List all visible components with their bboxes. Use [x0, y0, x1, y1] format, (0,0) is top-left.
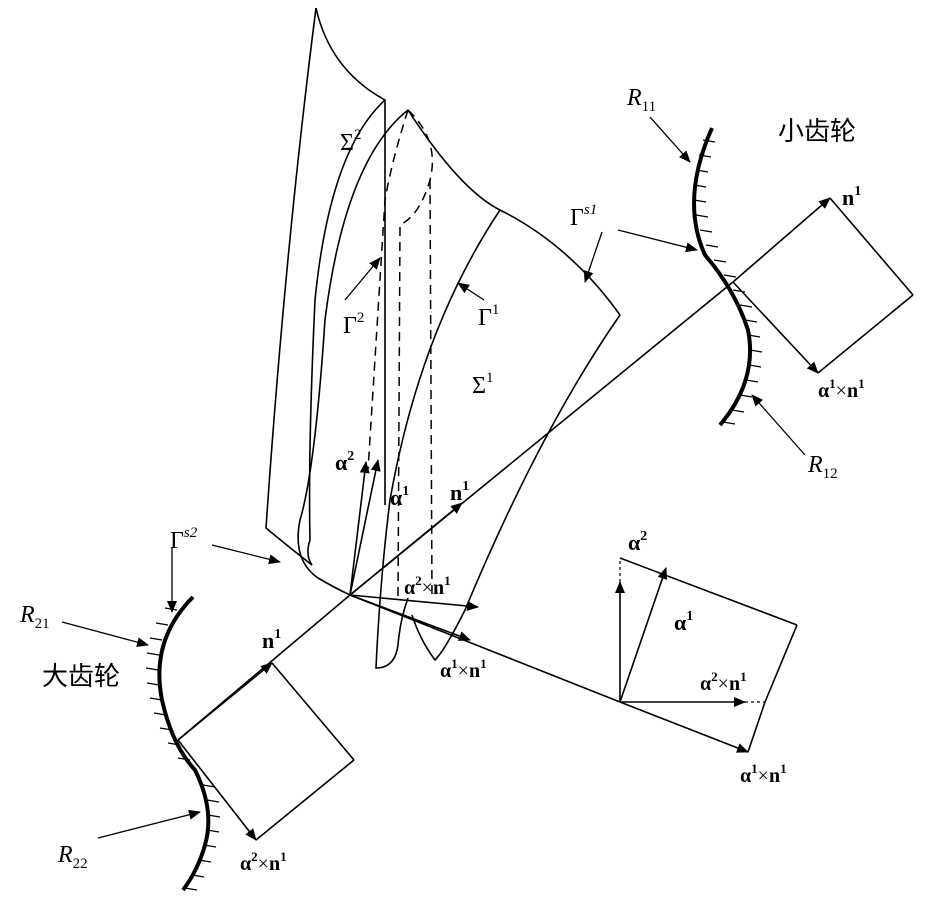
alpha2-cross-n1-label-decomp: α2×n1: [700, 669, 747, 695]
sigma-1-label: Σ1: [472, 370, 493, 399]
gamma-1-label: Γ1: [478, 302, 499, 331]
n1-label-center: n1: [450, 479, 469, 505]
n1-label-small: n1: [842, 184, 861, 210]
alpha2-cross-n1-label-large: α2×n1: [240, 849, 287, 875]
r12-label: R12: [807, 452, 838, 482]
alpha-1-label-center: α1: [390, 484, 409, 510]
surface-sigma-1: [297, 109, 621, 669]
alpha-2-label-center: α2: [335, 449, 354, 475]
alpha-2-label-decomp: α2: [628, 529, 647, 555]
r21-label: R21: [19, 602, 50, 632]
alpha1-cross-n1-label-decomp: α1×n1: [740, 761, 787, 787]
alpha2-cross-n1-label-center: α2×n1: [404, 573, 451, 599]
alpha1-cross-n1-label-small: α1×n1: [818, 376, 865, 402]
gamma-s1-label: Γs1: [570, 202, 597, 231]
central-vectors: [177, 281, 734, 741]
alpha1-cross-n1-label-center: α1×n1: [440, 656, 487, 682]
large-gear-label: 大齿轮: [42, 662, 120, 692]
pointer-arrows: [61, 116, 806, 839]
dashed-curves: [367, 109, 434, 599]
sigma-2-label: Σ2: [340, 127, 361, 156]
n1-label-large: n1: [262, 627, 281, 653]
r22-label: R22: [57, 842, 88, 872]
large-gear-profile: [145, 595, 355, 892]
gamma-2-label: Γ2: [343, 310, 364, 339]
gamma-s2-label: Γs2: [170, 525, 198, 554]
vector-decomposition: [615, 557, 798, 753]
small-gear-profile: [692, 127, 914, 427]
small-gear-label: 小齿轮: [778, 117, 856, 147]
surface-sigma-2: [265, 7, 386, 566]
r11-label: R11: [626, 85, 656, 115]
alpha-1-label-decomp: α1: [674, 609, 693, 635]
